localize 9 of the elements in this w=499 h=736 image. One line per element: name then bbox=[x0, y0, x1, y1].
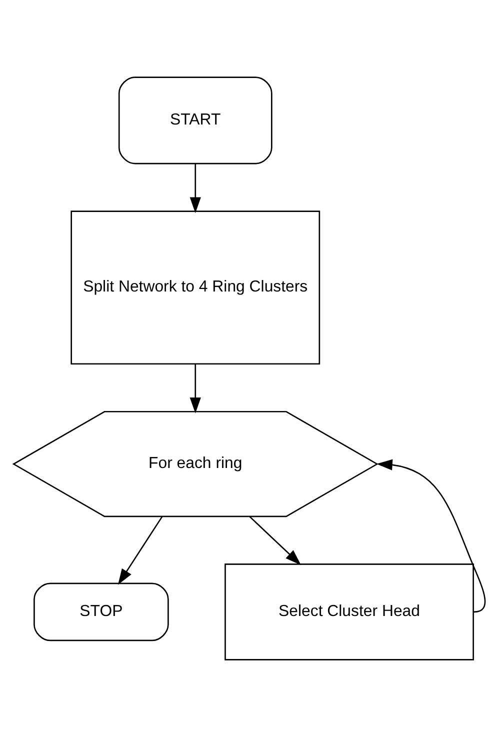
arrow bbox=[190, 163, 201, 213]
node-box: START bbox=[118, 76, 272, 164]
arrow bbox=[118, 516, 163, 584]
node-box: Select Cluster Head bbox=[224, 563, 474, 660]
arrow bbox=[376, 458, 486, 612]
arrow bbox=[190, 364, 201, 413]
node-box: Split Network to 4 Ring Clusters bbox=[70, 210, 320, 364]
node-box: STOP bbox=[34, 582, 169, 641]
arrow bbox=[249, 516, 302, 565]
